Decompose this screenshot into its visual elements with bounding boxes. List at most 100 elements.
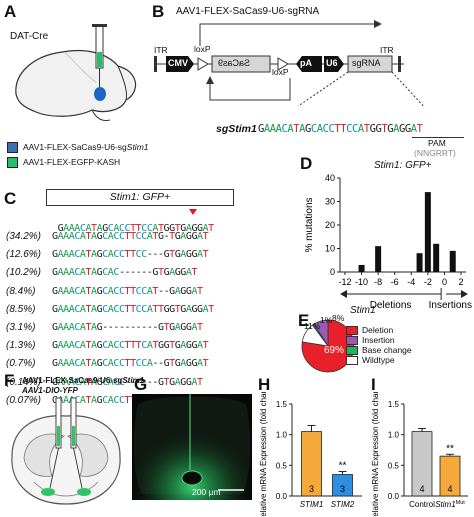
panel-label-e: E [298, 311, 310, 330]
legend-item-sgstim1: AAV1-FLEX-SaCas9-U6-sgStim1 [7, 142, 149, 153]
alignment-row: (34.2%)GAAACATAGCACCTTCCATG-TGAGGAT [6, 231, 209, 242]
alignment-row: (0.7%)GAAACATAGCACCTTCCA--GTGAGGAT [6, 358, 209, 370]
alignment-row-percent: (8.4%) [6, 285, 36, 297]
alignment-row-percent: (0.07%) [6, 394, 42, 406]
x-tick-label: -4 [407, 277, 415, 287]
alignment-row: (0.14%)GAAACATAGCACC------GTGAGGAT [6, 376, 203, 388]
y-tick-label: 0 [330, 267, 335, 277]
outcome-pie-chart [301, 319, 355, 373]
legend-label-wildtype: Wildtype [362, 355, 395, 365]
panel-label-h: H [258, 375, 271, 394]
y-tick-label: 0.0 [276, 492, 288, 501]
legend-swatch-green [7, 157, 18, 168]
injection-line1-prefix: AAV1-FLEX-SaCas9-U6-sg [22, 376, 123, 385]
significance-label: ** [339, 460, 347, 471]
pie-legend-insertion: Insertion [346, 335, 395, 345]
sample-size-label: 3 [340, 484, 345, 494]
x-tick-label: -6 [391, 277, 399, 287]
alignment-row-sequence: GAAACATAGCACCTTTCATGGTGAGGAT [52, 340, 209, 352]
pie-label-wildtype: 11% [304, 321, 321, 331]
y-tick-label: 0.0 [388, 492, 400, 501]
x-category-label: STIM2 [331, 500, 355, 509]
x-category-label: STIM1 [300, 500, 324, 509]
injection-line1: AAV1-FLEX-SaCas9-U6-sgStim1 [22, 376, 144, 385]
injection-line2: AAV1-DIO-YFP [22, 386, 78, 395]
pie-label-insertion: 8% [332, 313, 345, 323]
y-tick-label: 1.0 [276, 431, 288, 440]
y-tick-label: 20 [325, 220, 335, 230]
histogram-bar [416, 253, 423, 272]
deletions-label: Deletions [370, 300, 412, 311]
brain-illustration [15, 24, 137, 121]
alignment-row: (10.2%) GAAACATAGCAC------GTGAGGAT [6, 268, 197, 278]
alignment-row-sequence: GAAACATAGCACCTTCCATG-TGAGGAT [52, 231, 209, 242]
pa-label: pA [300, 58, 312, 68]
cut-site-arrow-icon [189, 209, 197, 215]
x-tick-label: -12 [338, 277, 351, 287]
y-tick-label: 0.5 [276, 461, 288, 470]
alignment-row-percent: (0.7%) [6, 358, 36, 370]
panel-label-d: D [300, 154, 313, 173]
panel-label-a: A [4, 2, 17, 21]
x-category-label: Control [409, 500, 435, 509]
sgrna-label: sgRNA [352, 58, 381, 68]
y-tick-label: 30 [325, 197, 335, 207]
qpcr-chart-h: 0.0 0.5 1.0 1.5 Relative mRNA Expression (fo… [259, 392, 362, 516]
panel-label-i: I [371, 375, 376, 394]
alignment-row: (3.1%)GAAACATAG----------GTGAGGAT [6, 323, 203, 333]
alignment-row: (8.4%)GAAACATAGCACCTTCCAT--GAGGAT [6, 285, 203, 297]
alignment-row: (1.3%) GAAACATAGCACCTTTCATGGTGAGGAT [6, 340, 209, 352]
alignment-row-sequence: GAAACATAGCAC------GTGAGGAT [52, 267, 198, 279]
panel-label-g: G [134, 375, 148, 394]
y-tick-label: 1.5 [276, 400, 288, 409]
x-tick-label: 2 [459, 277, 464, 287]
loxp-top-label: loxP [194, 44, 211, 54]
alignment-row-percent: (10.2%) [6, 267, 42, 279]
alignment-row: (12.6%)GAAACATAGCACCTTCC---GTGAGGAT [6, 250, 209, 260]
legend-swatch-blue [7, 142, 18, 153]
x-tick-label: 0 [442, 277, 447, 287]
sgstim1-sequence: GAAACATAGCACCTTCCATGGTGAGGAT [258, 123, 423, 135]
pie-legend-basechange: Base change [346, 345, 412, 355]
y-tick-label: 1.5 [388, 400, 400, 409]
mouse-line-label: DAT-Cre [10, 31, 49, 42]
sample-size-label: 4 [419, 484, 424, 494]
alignment-row-sequence: GAAACATAGCACCTTCCATTGGTGAGGAT [52, 303, 214, 315]
construct-title: AAV1-FLEX-SaCas9-U6-sgRNA [176, 6, 320, 17]
histogram-bar [424, 192, 431, 272]
alignment-row-percent: (3.1%) [6, 322, 36, 333]
x-category-base: Stim1 [435, 500, 455, 509]
bar [301, 431, 322, 497]
pie-slice [301, 319, 355, 373]
itr-left-label: ITR [154, 45, 168, 55]
pam-sequence: (NNGRRT) [414, 148, 456, 158]
y-axis-label: % mutations [304, 197, 315, 252]
coronal-section-illustration [11, 397, 121, 505]
histogram-bar [433, 243, 440, 272]
alignment-header: Stim1: GFP+ [46, 189, 234, 206]
alignment-row-percent: (1.3%) [6, 340, 36, 352]
legend-label-basechange: Base change [362, 345, 412, 355]
pie-legend-deletion: Deletion [346, 325, 393, 335]
histogram-bar [449, 250, 456, 272]
legend-label-insertion: Insertion [362, 335, 395, 345]
cmv-label: CMV [168, 58, 188, 68]
legend-swatch-basechange [346, 345, 358, 355]
significance-label: ** [446, 443, 454, 454]
y-tick-label: 40 [325, 173, 335, 183]
histogram-bar [375, 246, 382, 272]
legend-swatch-wildtype [346, 355, 358, 365]
histogram-title: Stim1: GFP+ [374, 160, 432, 171]
panel-label-f: F [4, 371, 15, 390]
y-axis-label: Relative mRNA Expression (fold change) [259, 392, 268, 516]
panel-label-c: C [4, 189, 17, 208]
sample-size-label: 4 [447, 484, 452, 494]
alignment-row-sequence: GAAACATAGCACC------GTGAGGAT [52, 376, 203, 388]
legend-label-deletion: Deletion [362, 325, 394, 335]
reference-row: GAAACATAGCACCTTCCATGGTGAGGAT [6, 214, 215, 234]
pie-slice [313, 319, 329, 348]
legend-gene-stim1: Stim1 [126, 141, 149, 152]
sacas9-label: SaCas9 [218, 58, 251, 68]
deletion-arrowhead-icon [340, 290, 347, 298]
